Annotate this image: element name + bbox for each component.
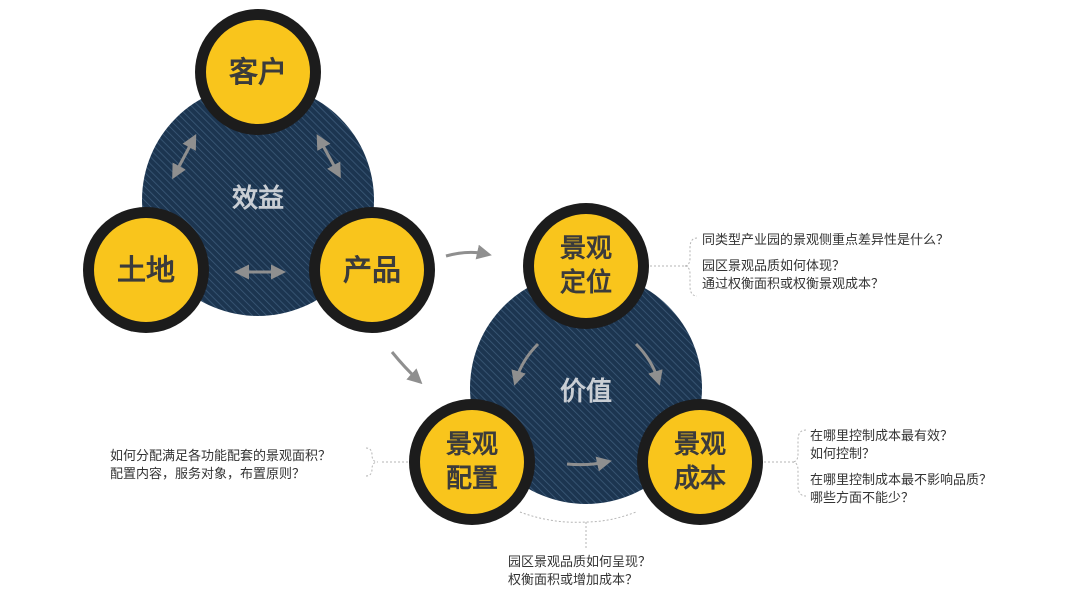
note-configuration: 如何分配满足各功能配套的景观面积？ 配置内容，服务对象，布置原则？ <box>110 448 331 484</box>
center-label-value: 价值 <box>560 377 612 407</box>
note-quality-line1: 园区景观品质如何呈现？ <box>508 555 652 570</box>
node-cost <box>648 410 752 514</box>
note-positioning: 同类型产业园的景观侧重点差异性是什么？ 园区景观品质如何体现？ 通过权衡面积或权… <box>702 232 949 294</box>
connector-arrow-to-positioning <box>445 244 492 260</box>
double-arrow-client-land <box>172 134 197 180</box>
brace-configuration <box>365 447 379 477</box>
note-quality: 园区景观品质如何呈现？ 权衡面积或增加成本？ <box>508 554 651 590</box>
connector-arrow-to-configuration <box>390 351 423 385</box>
arrow-configuration-to-cost <box>566 456 612 472</box>
node-client <box>206 20 310 124</box>
node-land <box>94 218 198 322</box>
node-label-positioning-line2: 定位 <box>560 267 612 298</box>
double-arrow-client-product <box>316 134 341 179</box>
note-positioning-line2: 园区景观品质如何体现？ <box>702 259 846 274</box>
node-label-positioning-line1: 景观 <box>560 234 612 264</box>
node-label-land: 土地 <box>117 253 175 287</box>
brace-quality <box>519 511 637 548</box>
node-label-client: 客户 <box>229 55 287 89</box>
node-label-cost-line2: 成本 <box>674 464 726 494</box>
note-positioning-line3: 通过权衡面积或权衡景观成本？ <box>702 277 885 292</box>
node-product <box>320 218 424 322</box>
note-cost-line1: 在哪里控制成本最有效？ <box>810 429 954 444</box>
note-cost-line2: 如何控制？ <box>810 447 876 462</box>
node-label-configuration-line1: 景观 <box>446 430 498 460</box>
node-label-configuration-line2: 配置 <box>446 464 498 494</box>
node-configuration <box>420 410 524 514</box>
note-cost-line3: 在哪里控制成本最不影响品质？ <box>810 473 993 488</box>
note-configuration-line2: 配置内容，服务对象，布置原则？ <box>110 467 306 482</box>
node-label-product: 产品 <box>343 253 401 287</box>
arrow-positioning-to-cost <box>634 342 663 386</box>
node-label-cost-line1: 景观 <box>674 430 726 460</box>
note-positioning-line1: 同类型产业园的景观侧重点差异性是什么？ <box>702 233 950 248</box>
arrow-positioning-to-configuration <box>511 342 540 386</box>
center-label-benefit: 效益 <box>232 183 284 214</box>
brace-cost <box>791 429 807 497</box>
node-positioning <box>534 214 638 318</box>
note-quality-line2: 权衡面积或增加成本？ <box>508 573 639 588</box>
brace-positioning <box>683 237 698 297</box>
note-cost-line4: 哪些方面不能少？ <box>810 491 915 506</box>
note-cost: 在哪里控制成本最有效？ 如何控制？ 在哪里控制成本最不影响品质？ 哪些方面不能少… <box>810 428 992 508</box>
note-configuration-line1: 如何分配满足各功能配套的景观面积？ <box>110 449 332 464</box>
